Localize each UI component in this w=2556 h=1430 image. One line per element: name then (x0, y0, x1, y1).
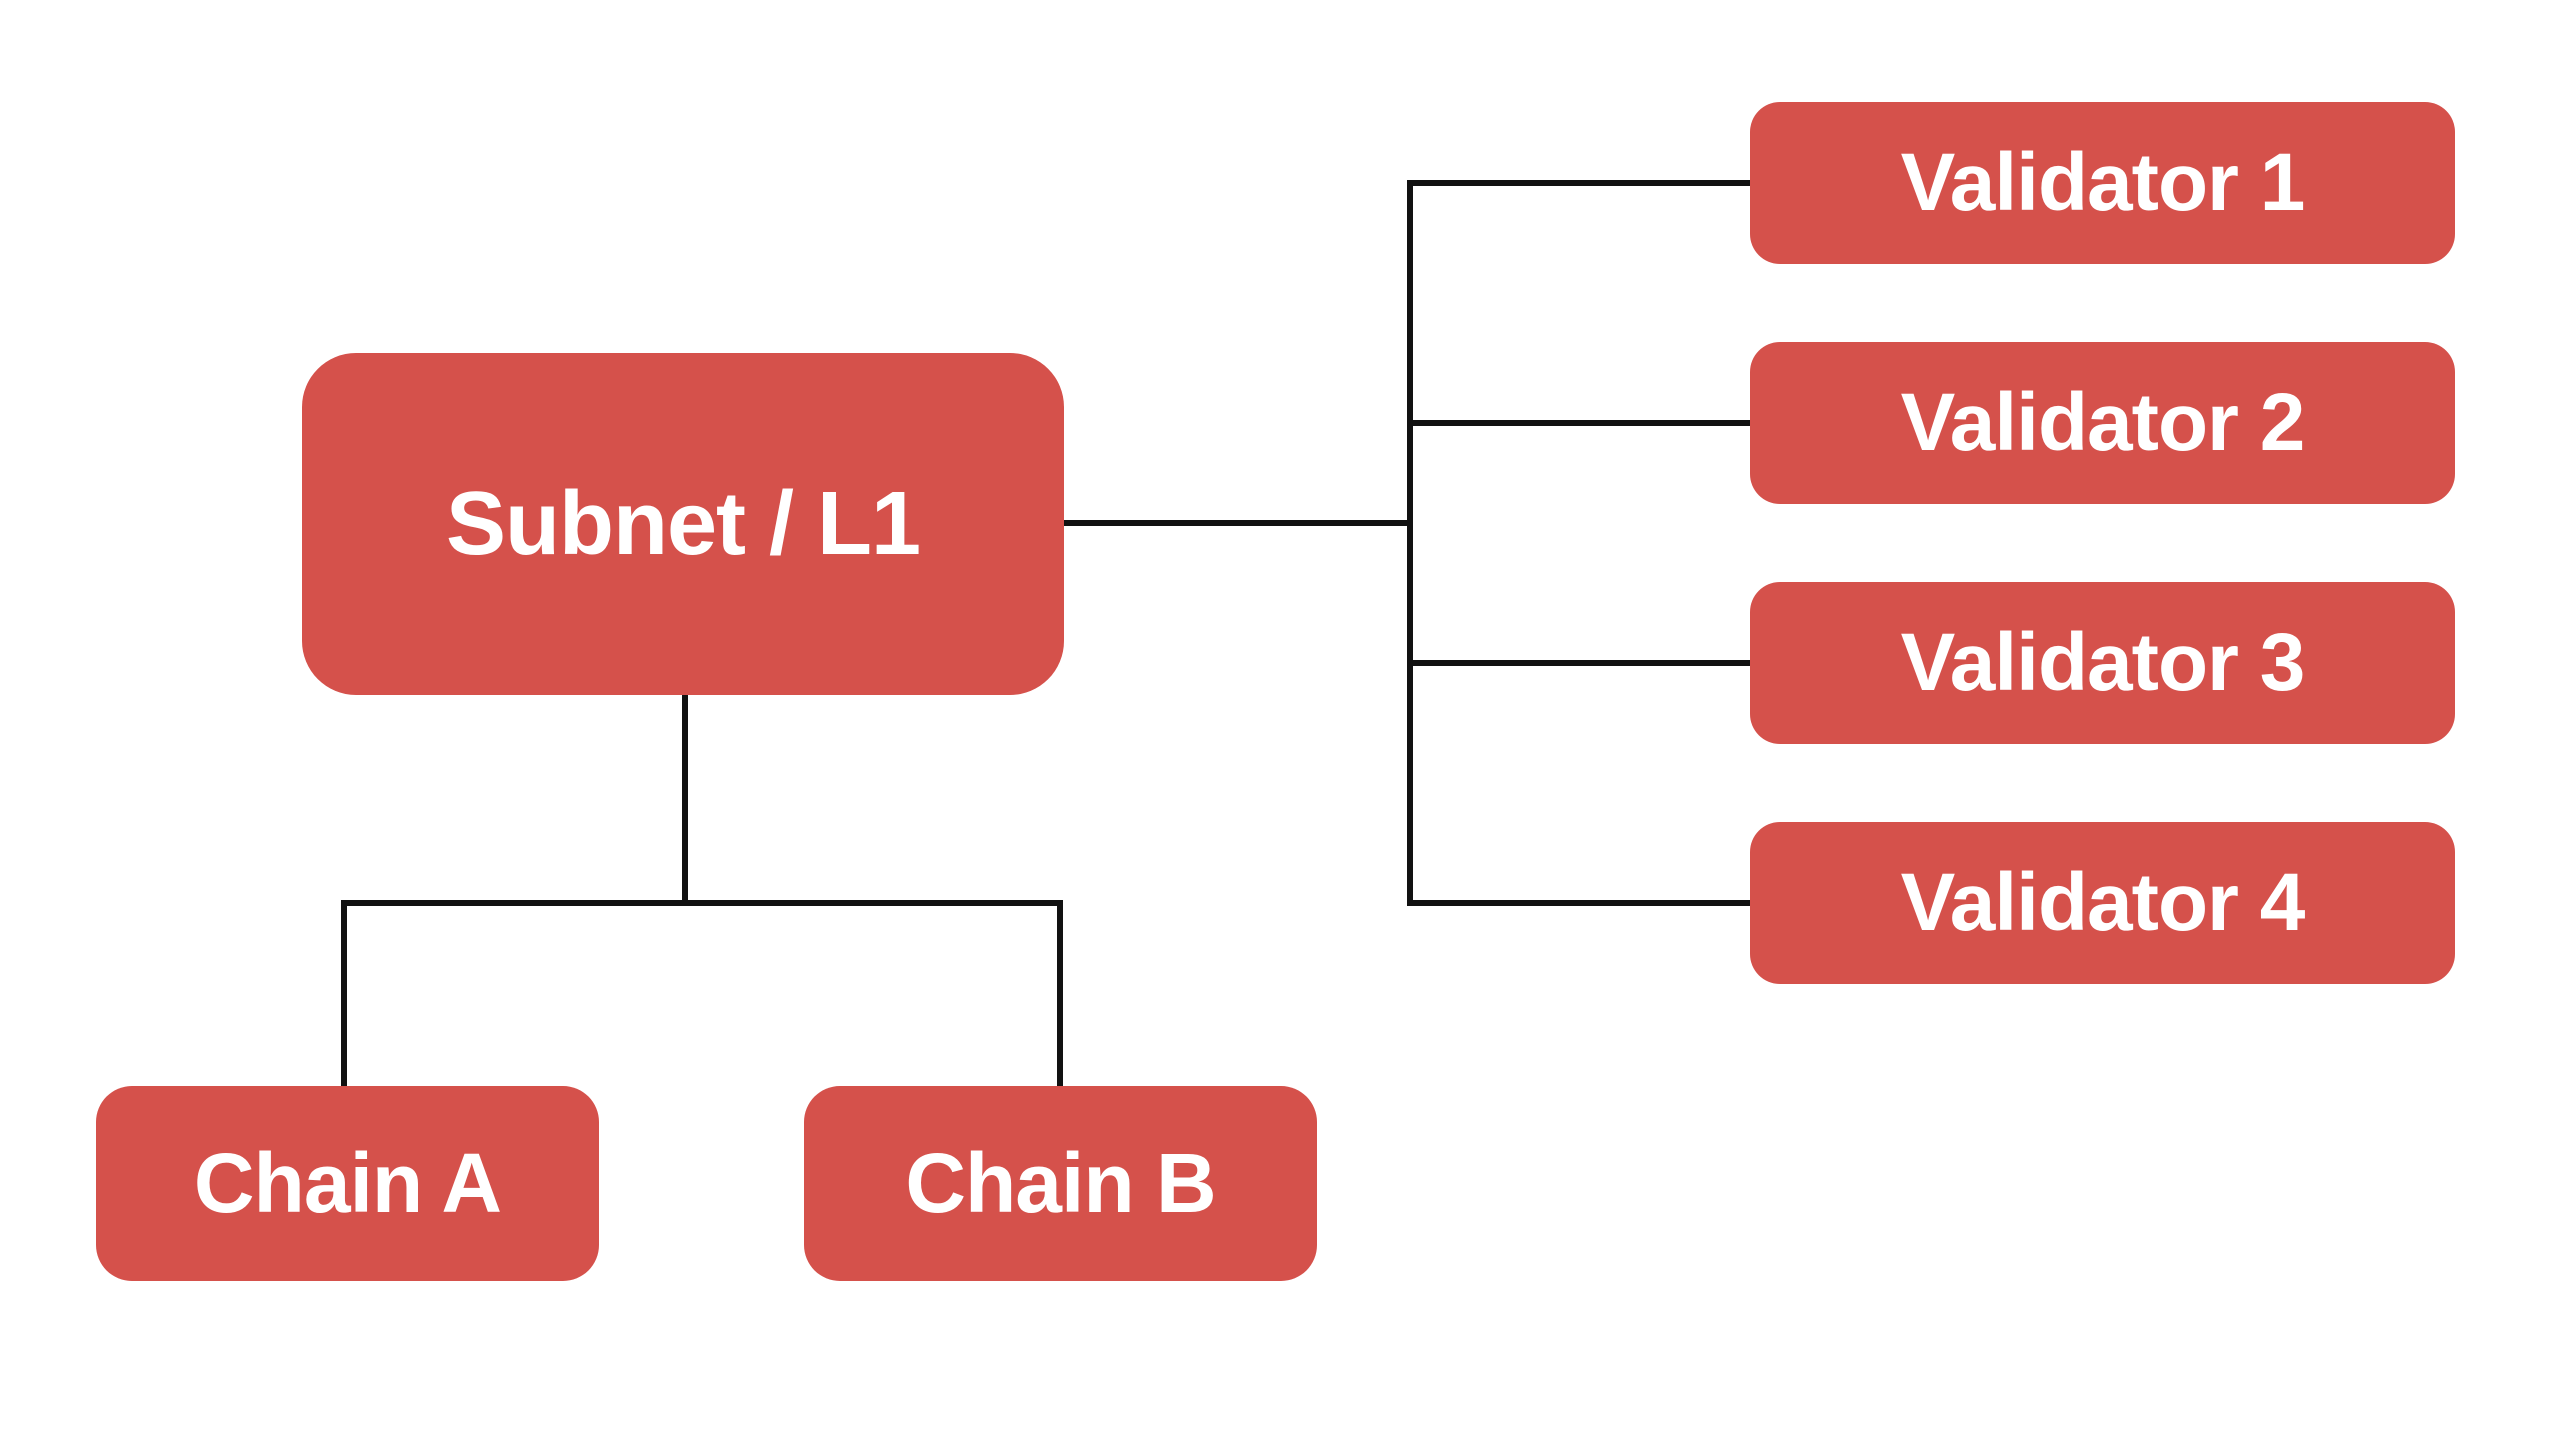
node-subnet-l1-label: Subnet / L1 (445, 473, 921, 574)
connector-chain-bar (341, 900, 1063, 906)
node-validator-1: Validator 1 (1750, 102, 2455, 264)
connector-bar-to-chain-b (1057, 900, 1063, 1086)
connector-subnet-to-trunk (1064, 520, 1413, 526)
node-validator-4: Validator 4 (1750, 822, 2455, 984)
node-validator-2: Validator 2 (1750, 342, 2455, 504)
node-subnet-l1: Subnet / L1 (302, 353, 1064, 695)
node-chain-a: Chain A (96, 1086, 599, 1281)
connector-bar-to-chain-a (341, 900, 347, 1086)
connector-trunk-to-validator-3 (1407, 660, 1750, 666)
connector-trunk-to-validator-1 (1407, 180, 1750, 186)
node-validator-3-label: Validator 3 (1900, 617, 2306, 708)
node-chain-a-label: Chain A (193, 1136, 502, 1230)
connector-subnet-down (682, 695, 688, 906)
node-validator-3: Validator 3 (1750, 582, 2455, 744)
node-validator-2-label: Validator 2 (1900, 377, 2306, 468)
node-chain-b: Chain B (804, 1086, 1317, 1281)
connector-trunk-to-validator-2 (1407, 420, 1750, 426)
connector-trunk-to-validator-4 (1407, 900, 1750, 906)
connector-validator-trunk (1407, 180, 1413, 906)
node-validator-4-label: Validator 4 (1900, 857, 2306, 948)
node-validator-1-label: Validator 1 (1900, 137, 2306, 228)
node-chain-b-label: Chain B (905, 1136, 1216, 1230)
